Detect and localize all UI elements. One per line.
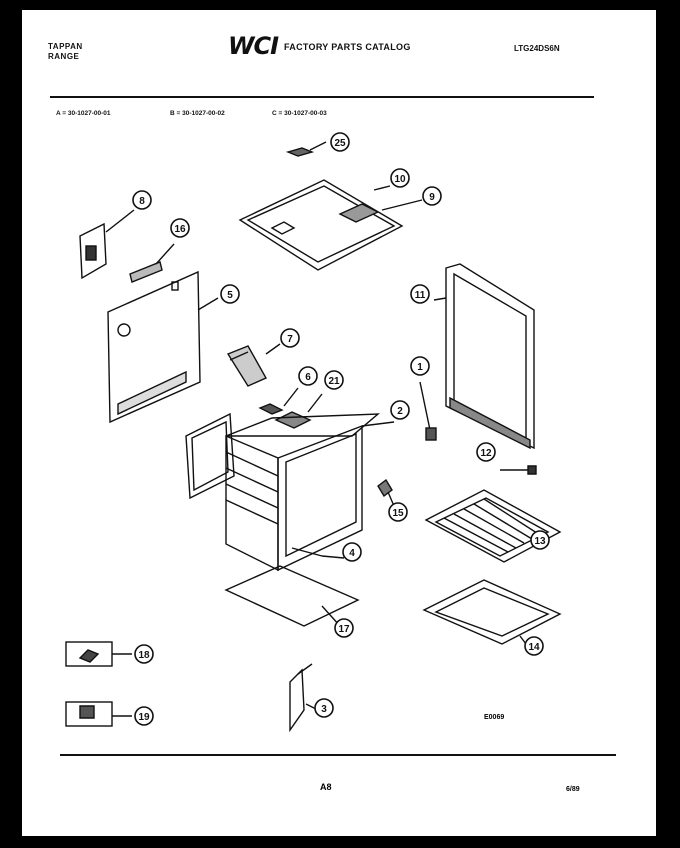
callout-13: 13 bbox=[534, 536, 546, 547]
page-number: A8 bbox=[320, 782, 332, 792]
part-kit-box-19 bbox=[65, 701, 132, 727]
callout-1: 1 bbox=[417, 362, 423, 373]
revision-date: 6/89 bbox=[566, 786, 580, 793]
part-kit-box-18 bbox=[65, 641, 132, 667]
callout-25: 25 bbox=[334, 138, 346, 149]
callout-19: 19 bbox=[138, 712, 150, 723]
part-back-panel bbox=[107, 270, 219, 424]
footer-rule bbox=[60, 754, 616, 756]
variant-a: A = 30-1027-00-01 bbox=[56, 110, 111, 117]
catalog-page: TAPPAN RANGE WCI FACTORY PARTS CATALOG L… bbox=[22, 10, 656, 836]
part-15 bbox=[377, 478, 395, 507]
callout-12: 12 bbox=[480, 448, 492, 459]
model-number: LTG24DS6N bbox=[514, 44, 560, 53]
callout-16: 16 bbox=[174, 224, 186, 235]
part-4 bbox=[291, 547, 345, 559]
variant-b: B = 30-1027-00-02 bbox=[170, 110, 225, 117]
header-rule bbox=[50, 96, 594, 98]
part-control-bracket bbox=[79, 209, 135, 280]
callout-7: 7 bbox=[287, 334, 293, 345]
part-oven-rack bbox=[424, 489, 562, 563]
callout-2: 2 bbox=[397, 406, 403, 417]
wci-logo: WCI bbox=[228, 32, 279, 60]
callout-8: 8 bbox=[139, 196, 145, 207]
callout-10: 10 bbox=[394, 174, 406, 185]
part-burner-assembly bbox=[226, 343, 323, 429]
variant-c: C = 30-1027-00-03 bbox=[272, 110, 327, 117]
exploded-parts-diagram: 25 10 9 8 16 5 11 7 6 21 1 2 12 15 4 13 … bbox=[65, 132, 562, 733]
part-12 bbox=[500, 465, 537, 475]
part-side-panel bbox=[433, 263, 535, 450]
part-oven-body bbox=[225, 413, 395, 572]
callout-9: 9 bbox=[429, 192, 435, 203]
callout-14: 14 bbox=[528, 642, 540, 653]
diagram-code: E0069 bbox=[484, 714, 505, 721]
product-type: RANGE bbox=[48, 52, 80, 61]
part-16 bbox=[129, 243, 175, 283]
callout-6: 6 bbox=[305, 372, 311, 383]
callout-11: 11 bbox=[415, 290, 426, 301]
callout-18: 18 bbox=[138, 650, 150, 661]
brand-name: TAPPAN bbox=[48, 42, 83, 51]
catalog-title: FACTORY PARTS CATALOG bbox=[284, 42, 411, 52]
part-clip-top bbox=[285, 141, 327, 157]
callout-5: 5 bbox=[227, 290, 233, 301]
callout-21: 21 bbox=[328, 376, 340, 387]
callout-3: 3 bbox=[321, 704, 327, 715]
callout-4: 4 bbox=[349, 548, 355, 559]
callout-17: 17 bbox=[338, 624, 350, 635]
part-bottom-panel bbox=[224, 565, 360, 627]
part-knob bbox=[419, 381, 437, 441]
part-door-frame bbox=[185, 412, 235, 500]
part-3 bbox=[289, 663, 319, 733]
part-cooktop bbox=[238, 179, 423, 271]
callout-15: 15 bbox=[392, 508, 404, 519]
